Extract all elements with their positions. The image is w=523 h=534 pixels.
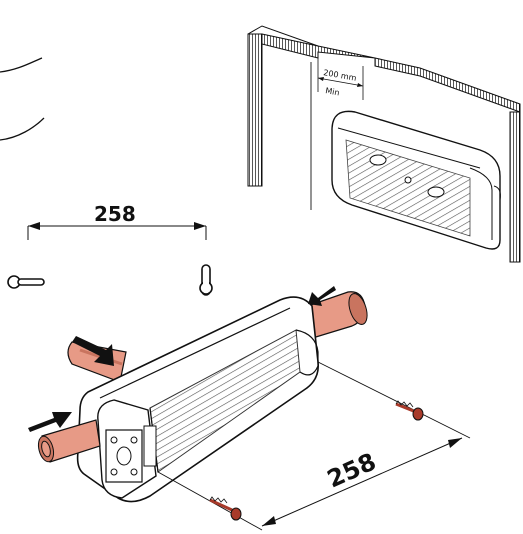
keyhole-slot-horizontal-icon: [7, 275, 45, 289]
top-dimension-group: 258: [7, 202, 213, 296]
top-dimension-label: 258: [94, 202, 136, 226]
dimension-arrow-bottom-right: [448, 438, 462, 448]
dimension-arrow-right: [194, 222, 206, 230]
dimension-arrow-left: [28, 222, 40, 230]
wood-screw-icon: [209, 496, 242, 521]
keyhole-slot-icon: [199, 264, 213, 296]
dimension-arrow-bottom-left: [262, 516, 276, 526]
clearance-value-label: 200 mm: [323, 68, 358, 83]
decorative-curves: [0, 57, 45, 141]
pipe-left-lower: [37, 419, 101, 463]
flow-arrow-icon: [28, 286, 336, 432]
bottom-dimension-group: 258: [157, 361, 471, 531]
clearance-min-label: Min: [325, 86, 341, 97]
heater-in-niche: [331, 110, 501, 250]
wood-screw-icon: [395, 400, 424, 421]
heater-main-view: [28, 286, 368, 503]
wall-niche-view: 200 mm Min: [247, 25, 521, 263]
